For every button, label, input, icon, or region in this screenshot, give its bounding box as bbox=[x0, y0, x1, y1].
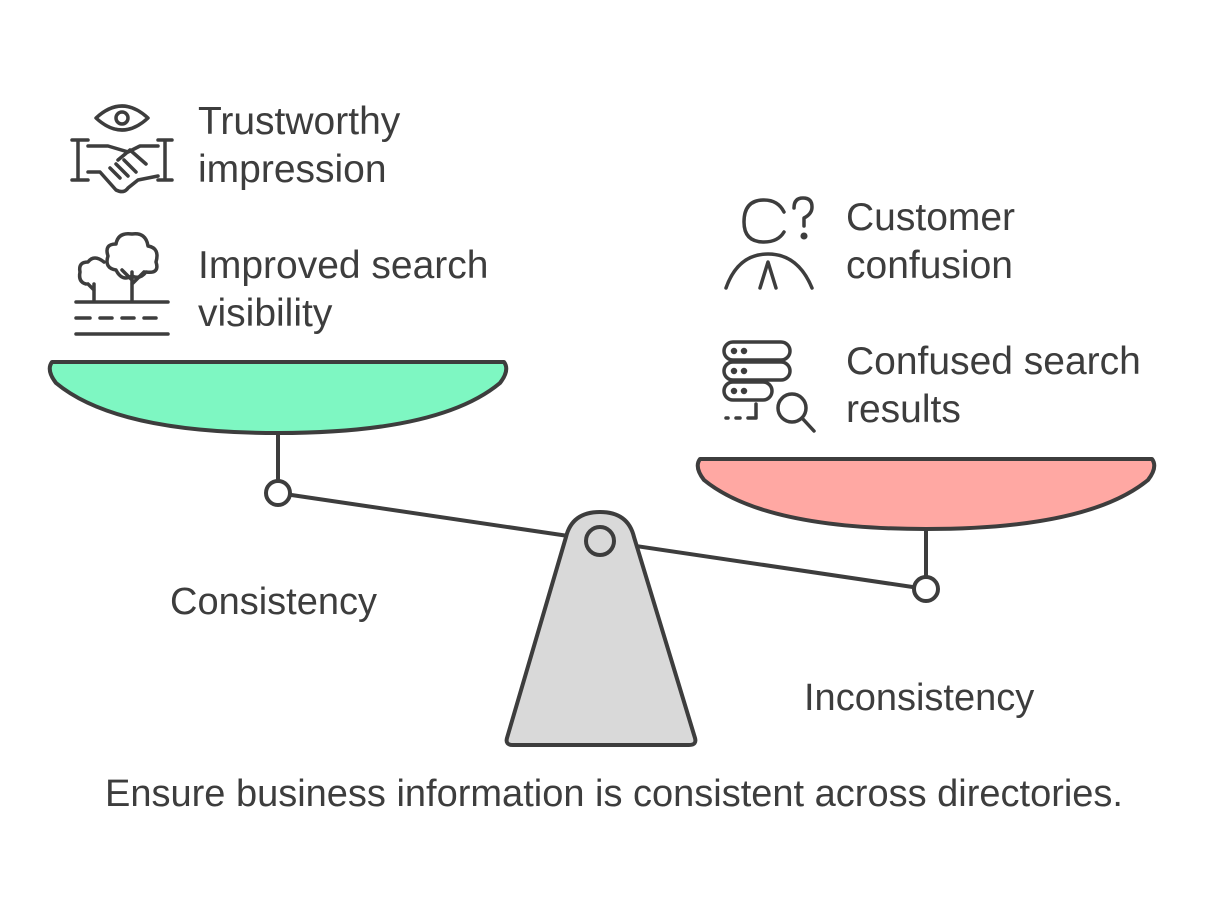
item-line2: results bbox=[846, 388, 961, 431]
handshake-eye-icon bbox=[70, 104, 174, 194]
left-pan-pivot bbox=[264, 479, 292, 507]
item-line2: visibility bbox=[198, 292, 333, 335]
fulcrum-pivot bbox=[584, 525, 616, 557]
item-line1: Customer bbox=[846, 196, 1016, 239]
left-pan bbox=[47, 360, 509, 435]
benefit-trustworthy: Trustworthy impression bbox=[198, 98, 400, 194]
confused-person-icon bbox=[724, 196, 814, 290]
diagram-caption: Ensure business information is consisten… bbox=[104, 773, 1123, 815]
item-line2: confusion bbox=[846, 244, 1013, 287]
drawback-customer-confusion: Customer confusion bbox=[846, 194, 1015, 290]
item-line1: Confused search bbox=[846, 340, 1141, 383]
right-pan bbox=[695, 457, 1157, 531]
benefit-search-visibility: Improved search visibility bbox=[198, 242, 488, 338]
item-line1: Trustworthy bbox=[198, 100, 401, 143]
right-pan-label: Inconsistency bbox=[804, 677, 1035, 719]
fulcrum bbox=[504, 510, 698, 747]
left-pan-label: Consistency bbox=[170, 581, 377, 623]
item-line2: impression bbox=[198, 148, 387, 191]
drawback-confused-results: Confused search results bbox=[846, 338, 1141, 434]
database-search-icon bbox=[722, 340, 816, 433]
trees-landscape-icon bbox=[74, 231, 170, 336]
right-pan-pivot bbox=[912, 575, 940, 603]
item-line1: Improved search bbox=[198, 244, 489, 287]
